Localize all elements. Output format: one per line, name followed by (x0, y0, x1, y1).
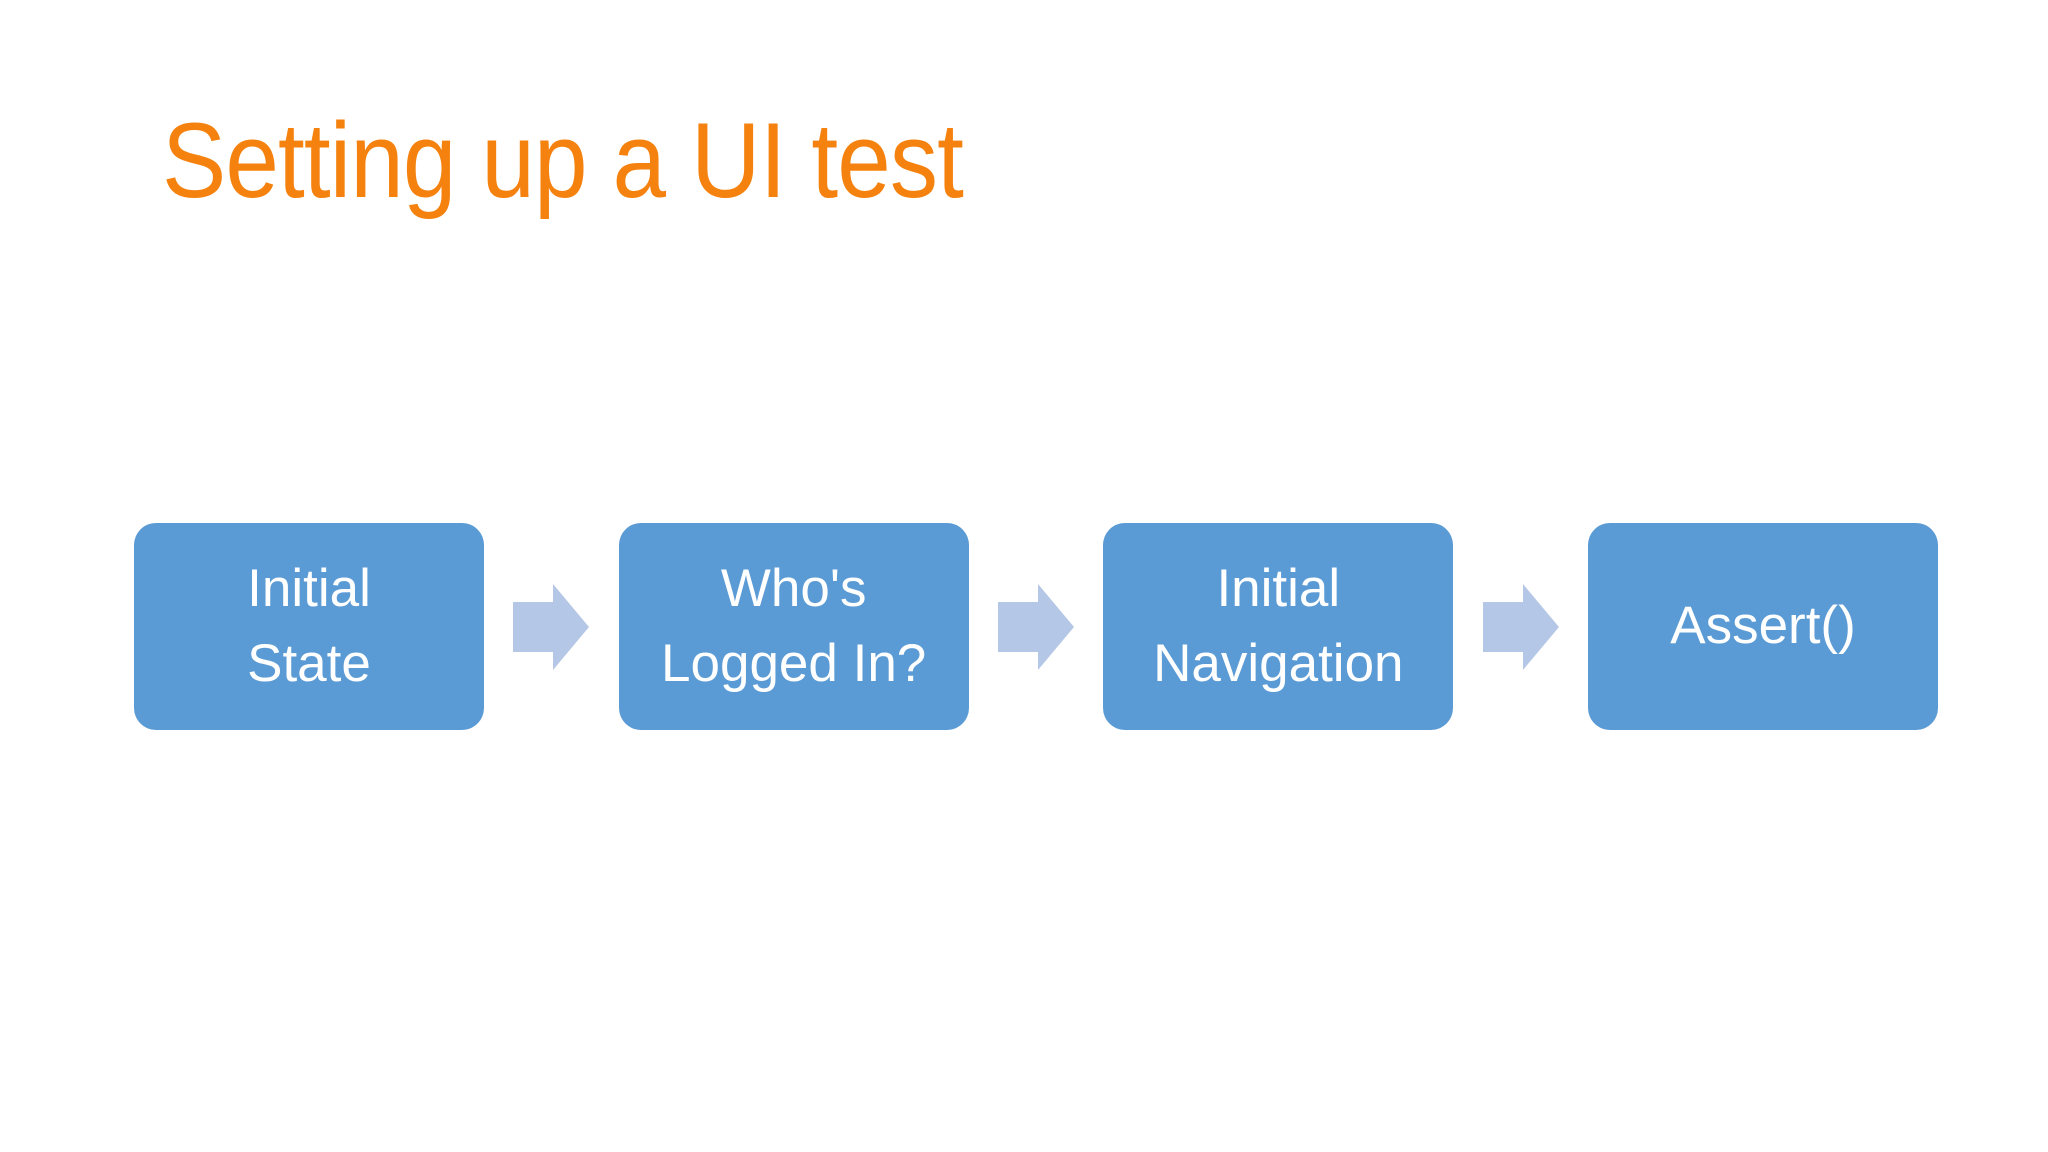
flow-step-label: Assert() (1670, 596, 1856, 656)
slide-title: Setting up a UI test (162, 100, 964, 220)
flow-step-whos-logged-in: Who's Logged In? (618, 523, 969, 730)
flow-step-label: Initial Navigation (1153, 559, 1404, 693)
flow-step-assert: Assert() (1587, 523, 1938, 730)
right-arrow-icon (513, 583, 590, 670)
right-arrow-shape (997, 583, 1074, 670)
process-flow: Initial State Who's Logged In? Initial N… (134, 523, 1938, 730)
right-arrow-icon (1482, 583, 1559, 670)
flow-step-initial-state: Initial State (134, 523, 484, 730)
flow-step-initial-navigation: Initial Navigation (1103, 523, 1454, 730)
right-arrow-shape (513, 583, 590, 670)
right-arrow-icon (997, 583, 1074, 670)
flow-step-label: Who's Logged In? (661, 559, 927, 693)
right-arrow-shape (1482, 583, 1559, 670)
flow-step-label: Initial State (247, 559, 371, 693)
